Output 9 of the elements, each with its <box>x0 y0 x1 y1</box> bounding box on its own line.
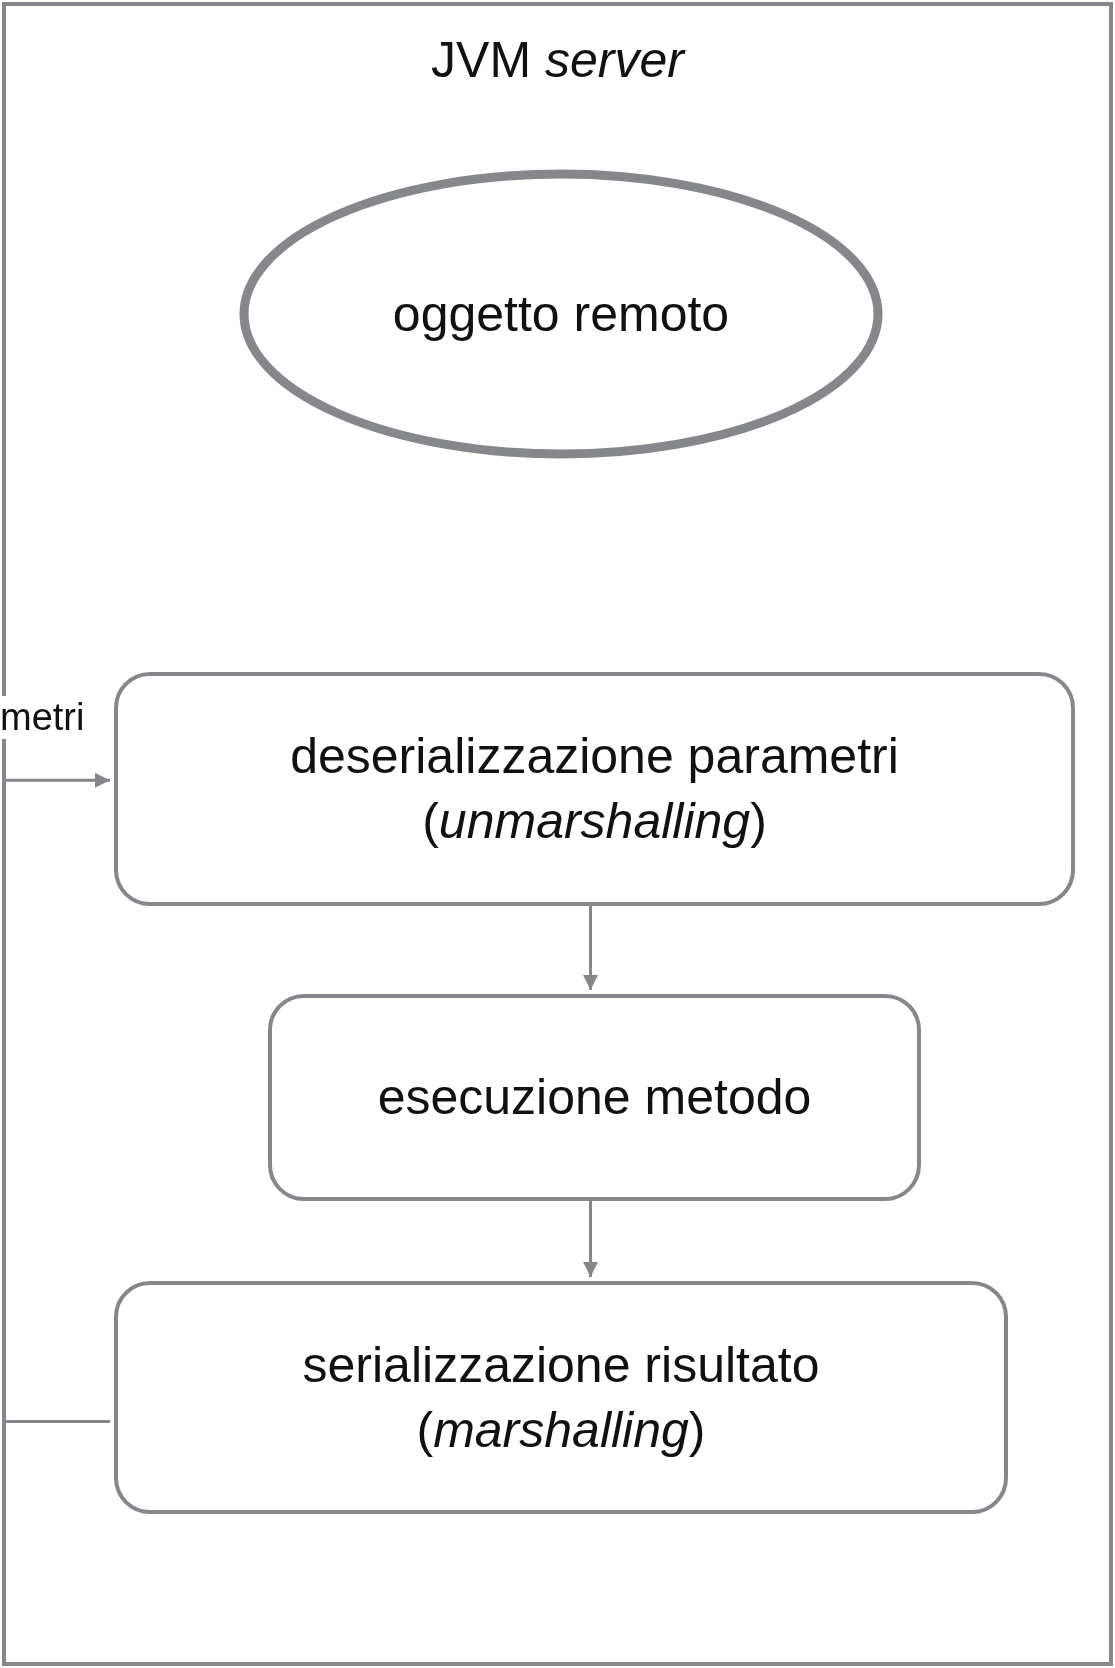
node-label: esecuzione metodo <box>377 1068 812 1127</box>
node-label: deserializzazione parametri (unmarshalling) <box>289 727 900 851</box>
object-ellipse <box>239 169 883 459</box>
process-box <box>268 994 921 1201</box>
node-label: serializzazione risultato (marshalling) <box>301 1335 821 1460</box>
node-label: oggetto remoto <box>392 284 730 344</box>
process-box <box>114 672 1075 906</box>
process-box <box>114 1281 1008 1514</box>
container-title: JVM server <box>431 31 684 90</box>
